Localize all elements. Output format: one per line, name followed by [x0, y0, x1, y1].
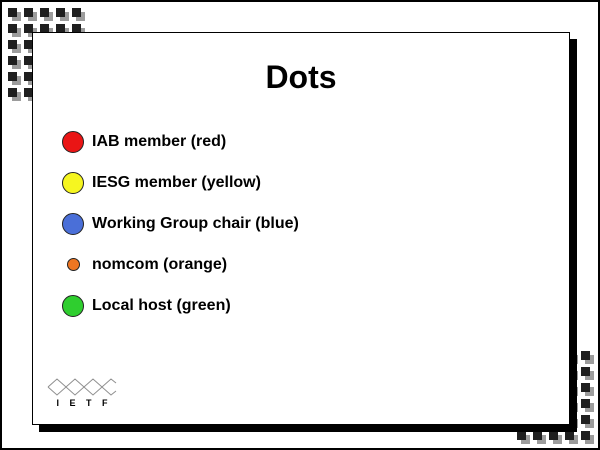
pattern-square [8, 8, 17, 17]
pattern-square [24, 8, 33, 17]
ietf-logo-letters: I E T F [56, 398, 112, 408]
pattern-square [549, 431, 558, 440]
legend-item: nomcom (orange) [59, 244, 299, 285]
dot-box [59, 171, 87, 194]
pattern-square [8, 56, 17, 65]
pattern-square [533, 431, 542, 440]
dot-box [59, 130, 87, 153]
pattern-square [56, 8, 65, 17]
legend-label: nomcom (orange) [92, 255, 228, 273]
dot-box [59, 258, 87, 271]
pattern-square [581, 351, 590, 360]
pattern-square [581, 383, 590, 392]
nomcom-dot-icon [66, 258, 80, 271]
local-host-dot-icon [62, 294, 84, 317]
legend-item: Working Group chair (blue) [59, 203, 299, 244]
slide: Dots IAB member (red) IESG member (yellow… [32, 32, 570, 425]
pattern-square [8, 40, 17, 49]
pattern-square [581, 367, 590, 376]
legend-item: Local host (green) [59, 285, 299, 326]
pattern-square [581, 431, 590, 440]
legend-label: IESG member (yellow) [92, 173, 261, 191]
pattern-square [565, 431, 574, 440]
legend-label: Working Group chair (blue) [92, 214, 299, 232]
dot-box [59, 212, 87, 235]
pattern-square [8, 24, 17, 33]
pattern-square [8, 72, 17, 81]
legend-item: IAB member (red) [59, 121, 299, 162]
legend-label: IAB member (red) [92, 132, 227, 150]
pattern-square [72, 8, 81, 17]
pattern-square [581, 399, 590, 408]
ietf-logo: I E T F [43, 376, 121, 408]
wg-chair-dot-icon [62, 212, 84, 235]
pattern-square [40, 8, 49, 17]
legend: IAB member (red) IESG member (yellow) Work… [59, 121, 299, 326]
pattern-square [581, 415, 590, 424]
pattern-square [517, 431, 526, 440]
iab-member-dot-icon [62, 130, 84, 153]
ietf-logo-wave-icon [47, 378, 117, 396]
legend-item: IESG member (yellow) [59, 162, 299, 203]
legend-label: Local host (green) [92, 296, 231, 314]
iesg-member-dot-icon [62, 171, 84, 194]
dot-box [59, 294, 87, 317]
slide-title: Dots [265, 59, 337, 95]
pattern-square [8, 88, 17, 97]
